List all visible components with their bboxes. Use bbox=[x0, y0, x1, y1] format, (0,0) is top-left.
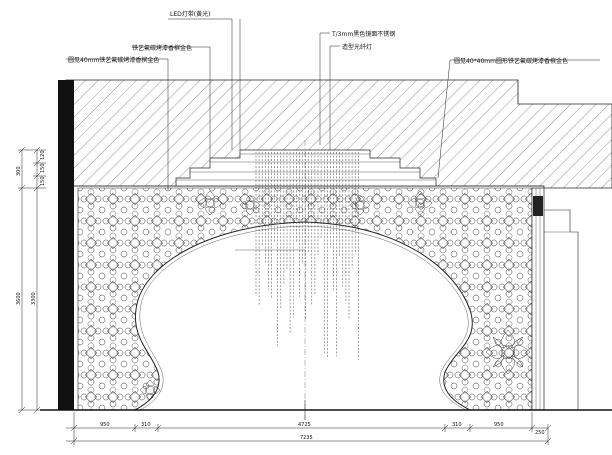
dim-bottom-1: 950 bbox=[100, 422, 110, 428]
label-led: LED灯带(黄光) bbox=[170, 10, 210, 18]
label-stainless: T/3mm黑色镜面不锈钢 bbox=[331, 30, 395, 38]
dim-bottom-5: 950 bbox=[494, 422, 504, 428]
label-fiber: 造型光纤灯 bbox=[342, 43, 372, 51]
label-tube-40: 圆见40mm铁艺氟碳烤漆香槟金色 bbox=[68, 56, 159, 64]
label-tube-4040: 圆见40*40mm圆形铁艺氟碳烤漆香槟金色 bbox=[454, 57, 568, 65]
right-pilaster bbox=[531, 187, 579, 411]
left-column bbox=[58, 80, 74, 410]
dim-bottom-6: 250 bbox=[535, 430, 545, 436]
bottom-dimension-chain bbox=[66, 400, 552, 445]
dim-left-mid-total: 3300 bbox=[31, 292, 37, 305]
fiber-optic-lights bbox=[255, 152, 359, 361]
flower-ornaments bbox=[139, 190, 531, 401]
left-dimension-chain bbox=[18, 146, 46, 414]
dim-bottom-total: 7235 bbox=[300, 435, 313, 441]
dim-bottom-2: 310 bbox=[141, 422, 151, 428]
dim-left-top-2: 150 bbox=[40, 163, 46, 173]
label-board: 铁艺氟碳烤漆香槟金色 bbox=[132, 44, 192, 52]
dim-left-top-total: 300 bbox=[16, 166, 22, 176]
dim-bottom-4: 310 bbox=[452, 422, 462, 428]
leader-lines bbox=[66, 18, 600, 190]
dim-left-top-1: 120 bbox=[40, 150, 46, 160]
dim-left-outer-total: 3600 bbox=[16, 292, 22, 305]
dim-bottom-3: 4725 bbox=[298, 422, 311, 428]
dim-left-top-3: 150 bbox=[40, 176, 46, 186]
